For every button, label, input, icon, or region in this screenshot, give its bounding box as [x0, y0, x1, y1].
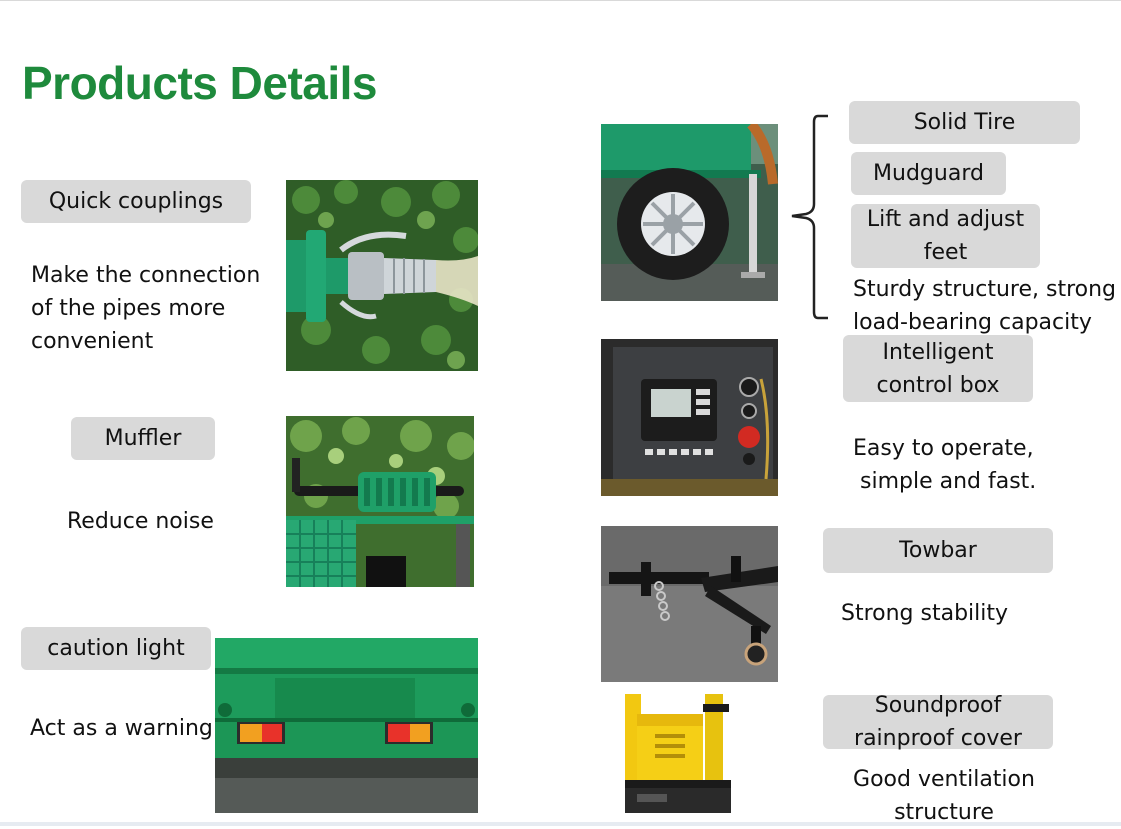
description-line: Act as a warning — [30, 716, 213, 741]
solid-tire-label: Solid Tire — [849, 101, 1080, 144]
solid-tire-photo — [601, 124, 778, 301]
muffler-description: Reduce noise — [67, 505, 214, 538]
description-line: Reduce noise — [67, 509, 214, 534]
caution-light-label: caution light — [21, 627, 211, 670]
caution-light-photo — [215, 638, 478, 813]
description-line: Sturdy structure, strong — [853, 277, 1117, 302]
control-box-line: control box — [876, 372, 1000, 398]
cover-label-line: rainproof cover — [854, 726, 1022, 751]
caution-light-description: Act as a warning — [30, 712, 213, 745]
mudguard-label: Mudguard — [851, 152, 1006, 195]
chassis-description: Sturdy structure, strong load-bearing ca… — [853, 273, 1116, 339]
description-line: Strong stability — [841, 601, 1009, 626]
description-line: structure — [894, 800, 994, 825]
description-line: of the pipes more — [31, 296, 226, 321]
control-box-label: Intelligent control box — [843, 335, 1033, 402]
quick-couplings-description: Make the connection of the pipes more co… — [31, 259, 260, 358]
towbar-description: Strong stability — [841, 597, 1008, 630]
description-line: load-bearing capacity — [853, 310, 1092, 335]
description-line: simple and fast. — [860, 469, 1037, 494]
quick-couplings-label-text: Quick couplings — [48, 189, 224, 214]
muffler-photo — [286, 416, 474, 587]
cover-photo — [625, 694, 731, 813]
description-line: Easy to operate, — [853, 436, 1034, 461]
quick-couplings-photo — [286, 180, 478, 371]
quick-couplings-label: Quick couplings — [21, 180, 251, 223]
muffler-label-text: Muffler — [104, 426, 182, 451]
lift-feet-line: feet — [923, 240, 968, 265]
cover-label-line: Soundproof — [874, 693, 1002, 718]
description-line: convenient — [31, 329, 154, 354]
caution-light-label-text: caution light — [47, 636, 185, 661]
mudguard-label-text: Mudguard — [873, 161, 984, 186]
towbar-photo — [601, 526, 778, 682]
cover-label: Soundproof rainproof cover — [823, 693, 1053, 751]
control-box-photo — [601, 339, 778, 496]
towbar-label-text: Towbar — [899, 538, 977, 563]
brace-icon — [791, 114, 828, 320]
towbar-label: Towbar — [823, 528, 1053, 573]
description-line: Make the connection — [31, 263, 261, 288]
cover-description: Good ventilation structure — [844, 763, 1044, 829]
page-title: Products Details — [22, 57, 378, 109]
top-divider — [0, 0, 1121, 1]
lift-feet-label: Lift and adjust feet — [851, 204, 1040, 268]
muffler-label: Muffler — [71, 417, 215, 460]
bottom-divider — [0, 822, 1121, 826]
lift-feet-line: Lift and adjust — [866, 207, 1025, 232]
description-line: Good ventilation — [853, 767, 1035, 792]
control-box-description: Easy to operate, simple and fast. — [853, 432, 1036, 498]
control-box-line: Intelligent — [882, 339, 994, 365]
solid-tire-label-text: Solid Tire — [913, 110, 1016, 135]
